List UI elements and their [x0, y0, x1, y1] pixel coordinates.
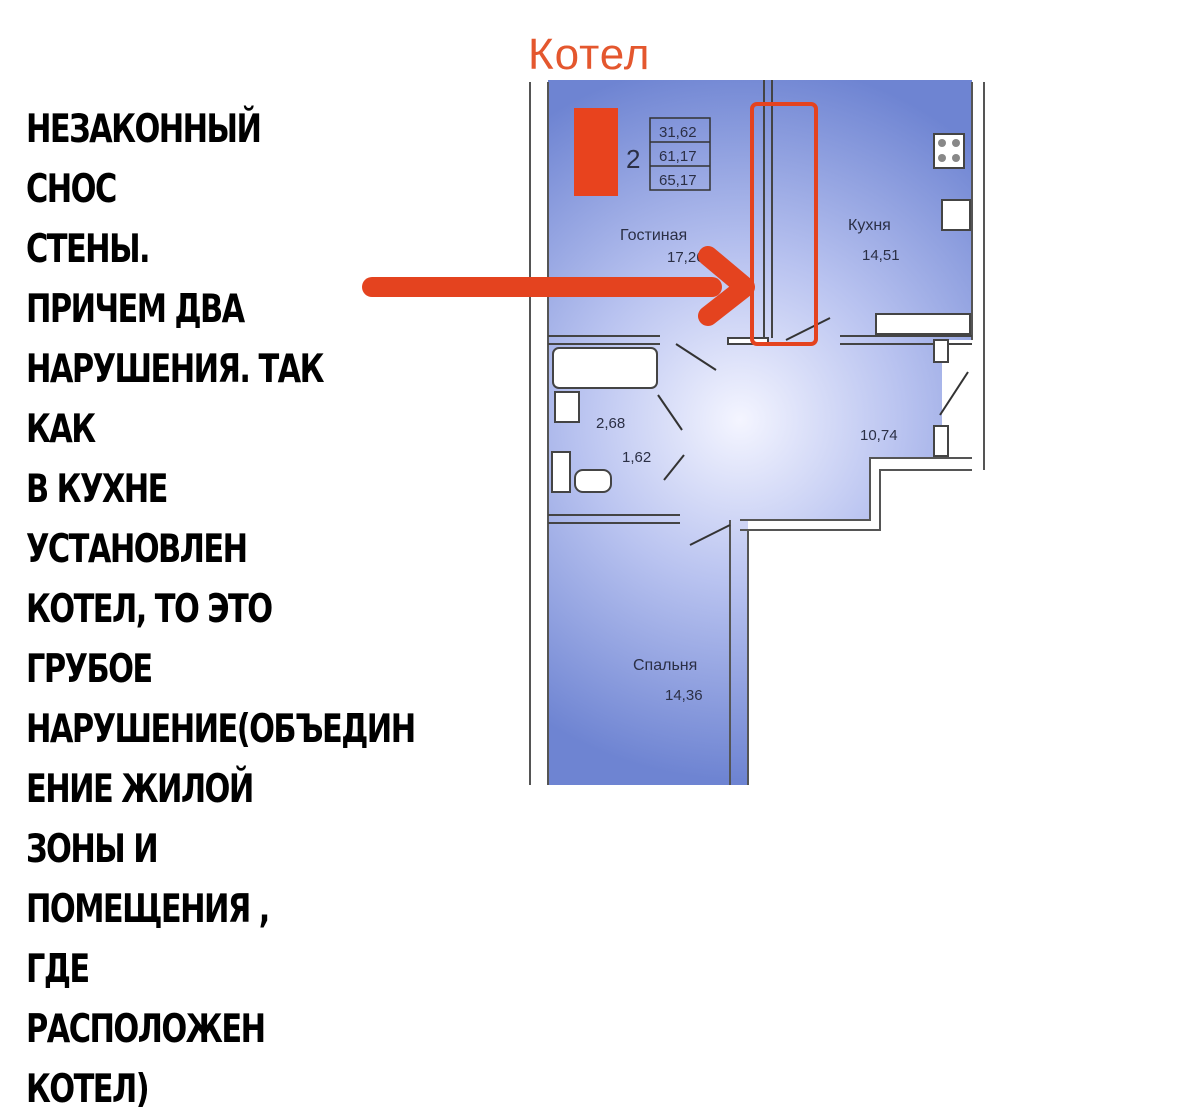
interior-walls: [548, 80, 972, 524]
toilet-icon: [574, 469, 612, 493]
area-total-with-balcony: 65,17: [659, 172, 697, 189]
kitchen-area: 14,51: [862, 247, 900, 264]
hall-area: 10,74: [860, 427, 898, 444]
boiler-label: Котел: [528, 30, 651, 79]
arrow-icon: [362, 246, 755, 326]
kitchen-name: Кухня: [848, 217, 891, 234]
doors: [657, 317, 969, 546]
bedroom-area: 14,36: [665, 687, 703, 704]
living-room-name: Гостиная: [620, 227, 687, 244]
area-total: 61,17: [659, 148, 697, 165]
red-marker: [574, 108, 618, 196]
bedroom-name: Спальня: [633, 657, 697, 674]
bathroom-area: 2,68: [596, 415, 625, 432]
apartment-floor: [548, 80, 972, 785]
toilet-area: 1,62: [622, 449, 651, 466]
window-radiator-icon: [933, 339, 949, 363]
rooms-count: 2: [626, 144, 640, 174]
living-room-area: 17,26: [667, 249, 705, 266]
washbasin-icon: [551, 451, 571, 493]
kitchen-sink-icon: [941, 199, 971, 231]
floor-plan: 2 31,62 61,17 65,17 Гостиная 17,26 Кухня…: [362, 80, 985, 785]
balcony-radiator-icon: [933, 425, 949, 457]
sink-icon: [554, 391, 580, 423]
area-total-living: 31,62: [659, 124, 697, 141]
counter-icon: [875, 313, 971, 335]
boiler-highlight-box: [750, 102, 818, 346]
area-table: [649, 117, 711, 191]
outer-walls: [529, 82, 985, 785]
bathtub-icon: [552, 347, 658, 389]
stove-icon: [933, 133, 965, 169]
